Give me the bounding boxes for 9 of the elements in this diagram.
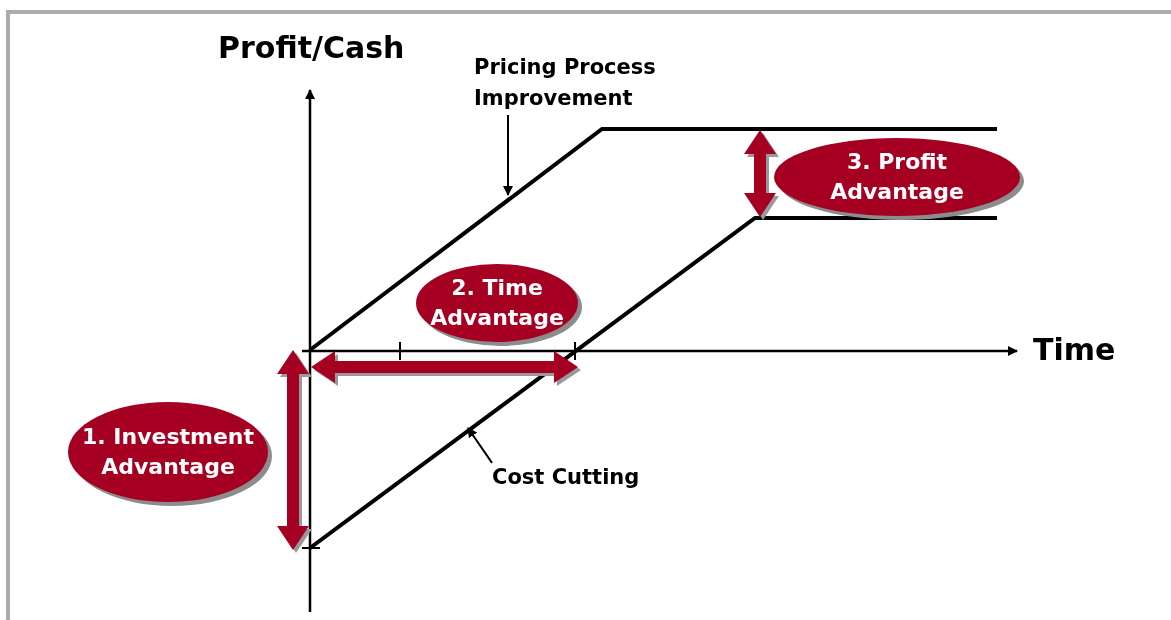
leader-arrow <box>467 427 493 464</box>
callout-text: Cost Cutting <box>492 461 662 493</box>
axis-title: Time <box>1033 332 1116 367</box>
leader-arrow <box>503 114 513 196</box>
callout-text: Pricing Process Improvement <box>474 51 704 115</box>
advantage-ellipse: 1. Investment Advantage <box>66 400 270 504</box>
advantage-ellipse: 2. Time Advantage <box>414 262 580 344</box>
advantage-ellipse: 3. Profit Advantage <box>772 136 1022 218</box>
axis-title: Profit/Cash <box>218 30 405 65</box>
